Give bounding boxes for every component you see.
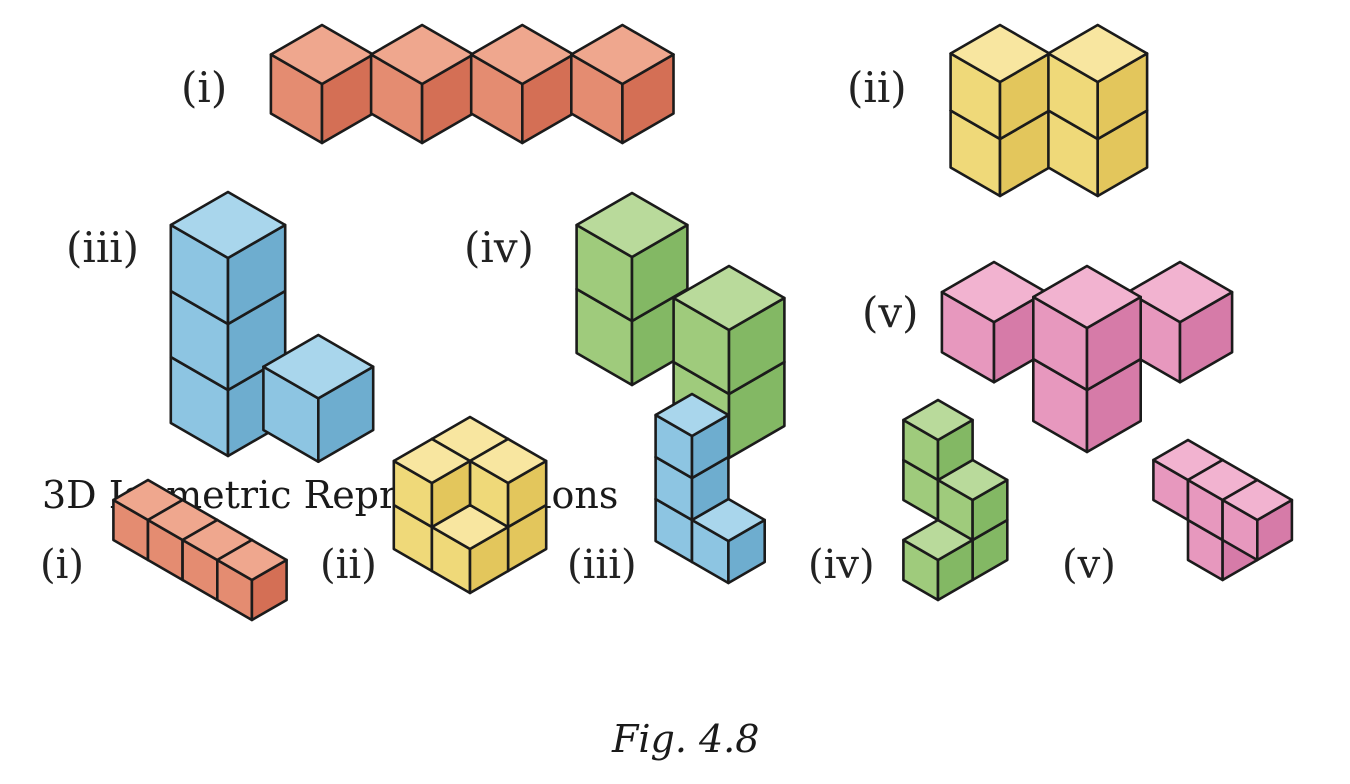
cube-top-face [262, 333, 375, 400]
iso-block-icon [392, 415, 548, 595]
iso-label-iv: (iv) [808, 542, 875, 588]
iso-label-iii: (iii) [567, 542, 637, 588]
cube-top-face [569, 23, 675, 86]
cube-top-face [949, 23, 1051, 84]
figure-caption: Fig. 4.8 [611, 717, 759, 761]
top-label-v: (v) [862, 288, 919, 337]
cube-top-face [1047, 23, 1149, 84]
top-label-ii: (ii) [847, 63, 907, 112]
top-figure-i: (i) [181, 23, 675, 145]
top-figure-iii: (iii) [66, 190, 375, 464]
iso-label-v: (v) [1062, 542, 1116, 588]
cube-top-face [1032, 264, 1142, 330]
top-label-iii: (iii) [66, 223, 139, 272]
cube-top-face [392, 437, 472, 485]
top-label-i: (i) [181, 63, 227, 112]
iso-l-shape-icon [654, 392, 767, 585]
cube-top-face [1126, 260, 1234, 324]
iso-figure-iv: (iv) [808, 398, 1009, 602]
cube-top-face [654, 392, 730, 438]
offset-columns-cubes-icon [575, 191, 786, 460]
l-shape-cubes-icon [169, 190, 375, 464]
iso-label-ii: (ii) [320, 542, 377, 588]
t-shape-cubes-icon [940, 260, 1234, 454]
iso-t-shape-icon [1152, 438, 1294, 582]
cube-top-face [369, 23, 475, 86]
cube-top-face [269, 23, 375, 86]
cube-top-face [469, 23, 575, 86]
cube-top-face [902, 398, 974, 442]
iso-label-i: (i) [40, 542, 84, 588]
iso-step-shape-icon [902, 398, 1009, 602]
cube-top-face [575, 191, 689, 259]
cube-top-face [216, 538, 288, 582]
four-cubes-row-icon [269, 23, 675, 145]
top-label-iv: (iv) [464, 223, 534, 272]
iso-figure-v: (v) [1062, 438, 1294, 588]
cube-top-face [169, 190, 287, 260]
cube-top-face [468, 437, 548, 485]
top-figure-v: (v) [862, 260, 1234, 454]
iso-figure-i: (i) [40, 478, 288, 622]
cube-top-face [1221, 478, 1294, 522]
iso-bar-icon [112, 478, 288, 622]
top-figure-iv: (iv) [464, 191, 786, 460]
two-by-two-cubes-icon [949, 23, 1149, 198]
top-figure-ii: (ii) [847, 23, 1149, 198]
cube-top-face [672, 264, 786, 332]
iso-figure-iii: (iii) [567, 392, 767, 588]
cube-top-face [940, 260, 1048, 324]
iso-figure-ii: (ii) [320, 415, 548, 595]
